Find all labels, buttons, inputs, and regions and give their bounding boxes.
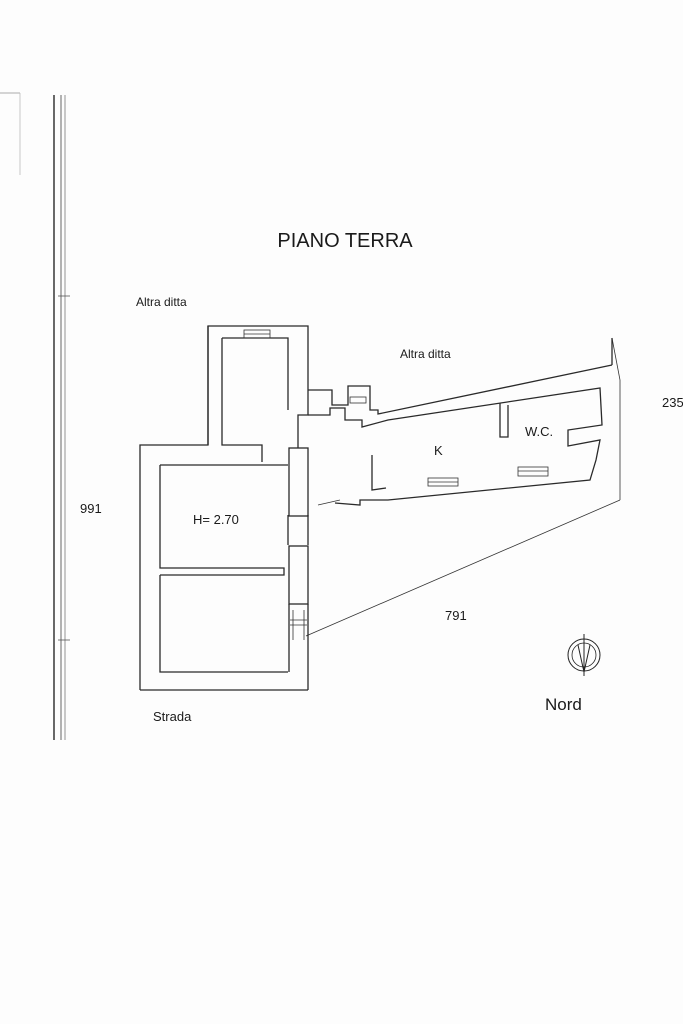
room-height-label: H= 2.70 — [193, 512, 239, 527]
north-arrow-icon — [567, 634, 601, 676]
dimension-right: 235 — [662, 395, 683, 410]
main-block — [159, 325, 309, 690]
room-label-wc: W.C. — [525, 424, 553, 439]
label-neighbor-north: Altra ditta — [136, 295, 187, 309]
dimension-bottom-diagonal: 791 — [445, 608, 467, 623]
label-north: Nord — [545, 695, 582, 714]
scan-frame — [0, 92, 70, 740]
dimension-left: 991 — [80, 501, 102, 516]
wing-block — [308, 338, 613, 506]
plan-title: PIANO TERRA — [277, 230, 413, 252]
label-street: Strada — [153, 709, 192, 724]
label-neighbor-east: Altra ditta — [400, 347, 451, 361]
plot-boundary — [139, 325, 621, 691]
room-label-kitchen: K — [434, 443, 443, 458]
